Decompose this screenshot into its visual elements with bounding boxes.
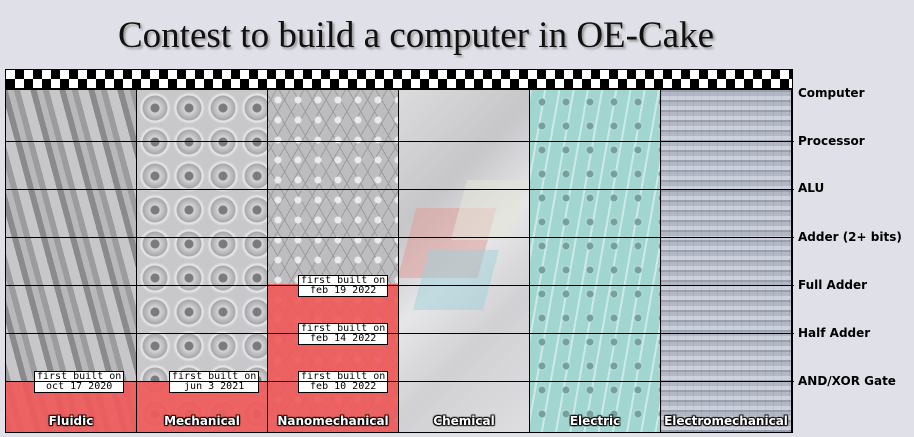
column-chemical: Chemical	[399, 90, 530, 432]
column-label: Mechanical	[164, 414, 240, 428]
note-date: oct 17 2020	[46, 381, 113, 392]
column-fluidic: first built on oct 17 2020 Fluidic	[6, 90, 137, 432]
date-note: first built on jun 3 2021	[169, 371, 260, 393]
column-nanomechanical: first built on feb 19 2022 first built o…	[268, 90, 399, 432]
row-label-half-adder: Half Adder	[798, 326, 871, 340]
checkered-finish-banner	[5, 69, 793, 89]
column-label: Fluidic	[48, 414, 94, 428]
note-date: jun 3 2021	[184, 381, 245, 392]
column-label: Chemical	[433, 414, 495, 428]
chemical-texture-image	[399, 90, 529, 432]
note-date: feb 14 2022	[310, 333, 377, 344]
relay-computer-texture-image	[661, 90, 791, 432]
column-label: Nanomechanical	[277, 414, 389, 428]
column-mechanical: first built on jun 3 2021 Mechanical	[137, 90, 268, 432]
row-label-adder: Adder (2+ bits)	[798, 230, 902, 244]
column-label: Electric	[569, 414, 621, 428]
date-note: first built on feb 10 2022	[298, 371, 389, 393]
note-line: first built on	[37, 371, 122, 382]
achieved-fill	[268, 284, 398, 432]
row-label-processor: Processor	[798, 134, 865, 148]
contest-grid: first built on oct 17 2020 Fluidic first…	[5, 89, 794, 433]
note-date: feb 10 2022	[310, 381, 377, 392]
row-divider	[6, 189, 794, 190]
row-label-full-adder: Full Adder	[798, 278, 868, 292]
row-divider	[6, 381, 794, 382]
date-note: first built on feb 14 2022	[298, 323, 389, 345]
row-label-alu: ALU	[798, 181, 825, 195]
page-title: Contest to build a computer in OE-Cake	[118, 15, 714, 56]
row-label-and-xor-gate: AND/XOR Gate	[798, 374, 896, 388]
column-label: Electromechanical	[664, 414, 788, 428]
note-line: first built on	[301, 275, 386, 286]
column-electromechanical: Electromechanical	[661, 90, 792, 432]
row-divider	[6, 333, 794, 334]
column-fade-overlay	[530, 90, 660, 432]
note-line: first built on	[172, 371, 257, 382]
row-divider	[6, 141, 794, 142]
row-label-computer: Computer	[798, 86, 865, 100]
date-note: first built on oct 17 2020	[34, 371, 125, 393]
note-line: first built on	[301, 323, 386, 334]
column-fade-overlay	[661, 90, 791, 432]
circuit-board-texture-image	[530, 90, 660, 432]
note-line: first built on	[301, 371, 386, 382]
row-divider	[6, 237, 794, 238]
date-note: first built on feb 19 2022	[298, 275, 389, 297]
row-divider	[6, 285, 794, 286]
column-electric: Electric	[530, 90, 661, 432]
note-date: feb 19 2022	[310, 285, 377, 296]
column-fade-overlay	[399, 90, 529, 432]
